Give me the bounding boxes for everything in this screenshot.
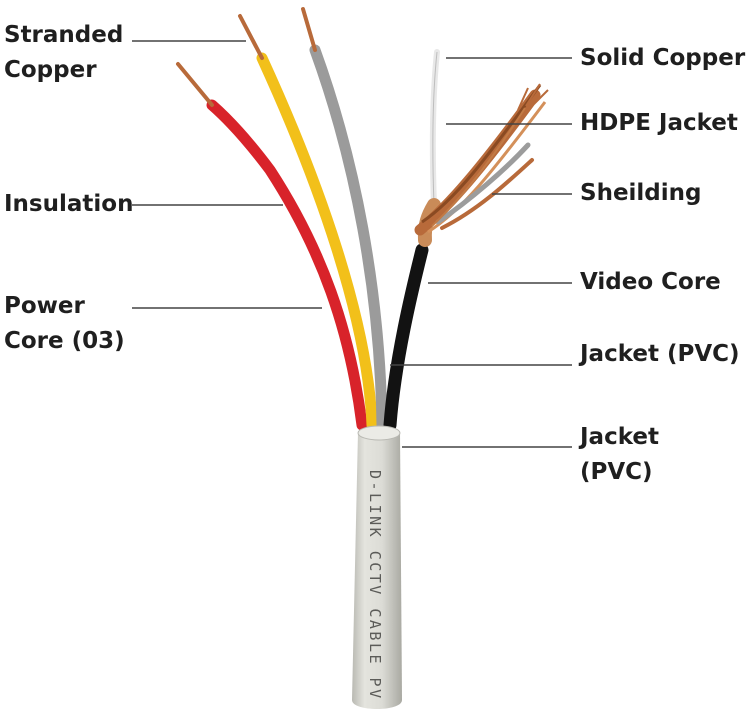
label-stranded-copper: Stranded Copper [4,18,123,88]
label-jacket-pvc-inner: Jacket (PVC) [580,341,740,367]
label-jacket-pvc-outer-line1: Jacket [580,424,659,450]
red-power-core [176,62,368,431]
copper-shielding-braid [414,83,549,236]
gray-power-core [301,7,388,431]
cable-print-text: D-LINK CCTV CABLE PV [366,470,384,701]
label-video-core: Video Core [580,269,721,295]
label-jacket-pvc-outer: Jacket (PVC) [580,420,659,490]
label-power-core-line2: Core (03) [4,328,125,354]
label-power-core-line1: Power [4,293,85,319]
label-power-core: Power Core (03) [4,289,125,359]
label-insulation: Insulation [4,191,134,217]
video-core [383,49,441,432]
yellow-power-core [238,14,378,431]
outer-jacket: D-LINK CCTV CABLE PV [352,425,402,709]
label-stranded-copper-line1: Stranded [4,22,124,48]
label-jacket-pvc-outer-line2: (PVC) [580,459,653,485]
label-shielding: Sheilding [580,180,702,206]
label-solid-copper: Solid Copper [580,45,746,71]
label-hdpe-jacket: HDPE Jacket [580,110,738,136]
label-stranded-copper-line2: Copper [4,57,97,83]
